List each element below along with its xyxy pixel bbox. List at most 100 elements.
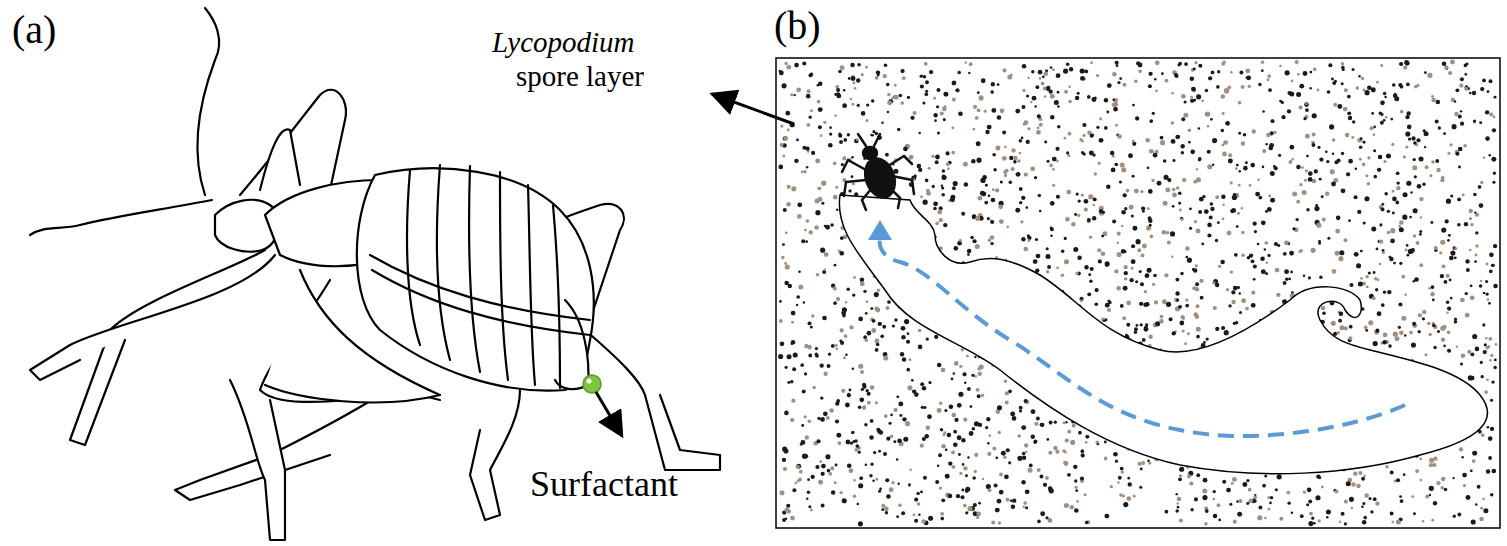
spore-dot bbox=[818, 107, 823, 112]
spore-dot bbox=[981, 78, 986, 83]
spore-dot bbox=[1003, 456, 1007, 460]
spore-dot bbox=[865, 312, 868, 315]
spore-dot bbox=[926, 191, 931, 196]
spore-dot bbox=[872, 319, 876, 323]
spore-dot bbox=[999, 490, 1004, 495]
spore-dot bbox=[1121, 167, 1126, 172]
spore-dot bbox=[854, 448, 858, 452]
spore-dot bbox=[1453, 515, 1456, 518]
spore-dot bbox=[1306, 155, 1309, 158]
spore-dot bbox=[1287, 91, 1291, 95]
spore-dot bbox=[959, 239, 962, 242]
spore-dot bbox=[1440, 178, 1444, 182]
spore-dot bbox=[1222, 152, 1227, 157]
spore-dot bbox=[1179, 209, 1182, 212]
spore-dot bbox=[851, 76, 856, 81]
spore-dot bbox=[1400, 110, 1404, 114]
spore-dot bbox=[1066, 151, 1069, 154]
spore-dot bbox=[824, 268, 827, 271]
spore-dot bbox=[859, 397, 864, 402]
spore-dot bbox=[1383, 290, 1386, 293]
spore-dot bbox=[1401, 275, 1405, 279]
spore-dot bbox=[1074, 213, 1077, 216]
spore-dot bbox=[974, 375, 977, 378]
spore-dot bbox=[1217, 503, 1221, 507]
spore-dot bbox=[1074, 479, 1077, 482]
spore-dot bbox=[791, 321, 794, 324]
spore-dot bbox=[977, 91, 980, 94]
spore-dot bbox=[998, 431, 1001, 434]
spore-dot bbox=[1124, 250, 1127, 253]
spore-dot bbox=[1027, 77, 1029, 79]
spore-dot bbox=[1351, 482, 1356, 487]
spore-dot bbox=[1084, 493, 1087, 496]
spore-dot bbox=[1448, 234, 1451, 237]
spore-dot bbox=[1331, 182, 1336, 187]
spore-dot bbox=[856, 138, 859, 141]
spore-dot bbox=[815, 159, 820, 164]
spore-dot bbox=[1341, 512, 1345, 516]
spore-dot bbox=[1053, 446, 1058, 451]
spore-dot bbox=[1275, 488, 1278, 491]
spore-dot bbox=[806, 219, 810, 223]
spore-dot bbox=[977, 108, 981, 112]
spore-dot bbox=[1099, 117, 1102, 120]
spore-dot bbox=[881, 508, 884, 511]
spore-dot bbox=[1009, 156, 1013, 160]
spore-dot bbox=[833, 301, 837, 305]
spore-dot bbox=[904, 319, 909, 324]
spore-dot bbox=[1134, 189, 1139, 194]
spore-dot bbox=[1113, 452, 1118, 457]
spore-dot bbox=[1175, 493, 1177, 495]
spore-dot bbox=[1006, 448, 1010, 452]
spore-dot bbox=[1490, 493, 1493, 496]
spore-dot bbox=[1398, 83, 1402, 87]
spore-dot bbox=[1398, 302, 1402, 306]
spore-dot bbox=[836, 297, 840, 301]
spore-dot bbox=[829, 132, 832, 135]
spore-dot bbox=[1392, 211, 1395, 214]
spore-dot bbox=[1339, 250, 1344, 255]
spore-dot bbox=[827, 469, 831, 473]
spore-dot bbox=[1262, 484, 1266, 488]
spore-dot bbox=[1185, 246, 1190, 251]
spore-dot bbox=[913, 514, 916, 517]
spore-dot bbox=[1077, 214, 1080, 217]
spore-dot bbox=[1116, 252, 1121, 257]
spore-dot bbox=[954, 246, 959, 251]
spore-dot bbox=[995, 146, 1000, 151]
spore-dot bbox=[1046, 247, 1049, 250]
spore-dot bbox=[1440, 274, 1444, 278]
spore-dot bbox=[787, 381, 790, 384]
spore-dot bbox=[924, 62, 928, 66]
spore-dot bbox=[1412, 322, 1416, 326]
spore-dot bbox=[1002, 156, 1007, 161]
spore-dot bbox=[1207, 223, 1212, 228]
spore-dot bbox=[1251, 303, 1256, 308]
spore-dot bbox=[1042, 76, 1045, 79]
spore-dot bbox=[1149, 119, 1153, 123]
spore-dot bbox=[1286, 491, 1290, 495]
spore-dot bbox=[965, 489, 969, 493]
spore-dot bbox=[834, 114, 837, 117]
spore-dot bbox=[1325, 192, 1329, 196]
spore-dot bbox=[1382, 340, 1386, 344]
spore-dot bbox=[1184, 342, 1187, 345]
spore-dot bbox=[786, 65, 791, 70]
spore-dot bbox=[1311, 143, 1315, 147]
spore-dot bbox=[1435, 159, 1439, 163]
spore-dot bbox=[840, 65, 845, 70]
spore-dot bbox=[792, 367, 796, 371]
spore-dot bbox=[891, 97, 894, 100]
spore-dot bbox=[1365, 329, 1368, 332]
spore-dot bbox=[877, 288, 880, 291]
spore-dot bbox=[836, 208, 838, 210]
spore-dot bbox=[779, 319, 783, 323]
spore-dot bbox=[857, 63, 861, 67]
spore-dot bbox=[963, 504, 967, 508]
spore-dot bbox=[1199, 197, 1204, 202]
spore-dot bbox=[886, 83, 890, 87]
spore-dot bbox=[1021, 237, 1025, 241]
spore-dot bbox=[1120, 304, 1124, 308]
spore-dot bbox=[918, 513, 920, 515]
